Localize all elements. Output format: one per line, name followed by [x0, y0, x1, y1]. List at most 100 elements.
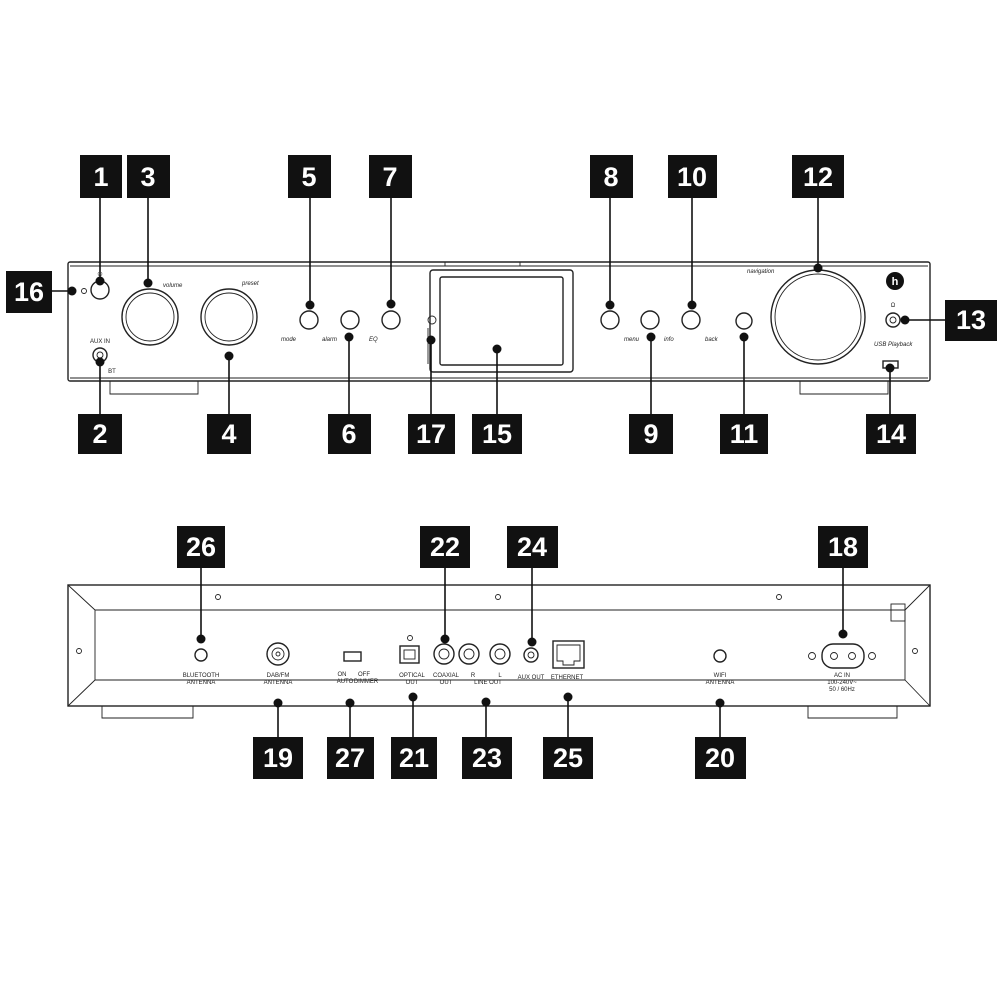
coaxial-label-2: OUT: [440, 680, 453, 686]
front-callouts: 1 2 3 4 5 6 7 8 9 10 11 12 13 14 15 16 1…: [6, 155, 997, 454]
svg-text:2: 2: [92, 419, 107, 449]
line-out-l-port-inner: [494, 648, 506, 660]
line-out-r-port-inner: [463, 648, 475, 660]
coaxial-out-port[interactable]: [433, 643, 455, 665]
svg-text:16: 16: [14, 277, 44, 307]
aux-out-label: AUX OUT: [518, 675, 545, 681]
line-out-label: LINE OUT: [474, 680, 502, 686]
bluetooth-antenna-port[interactable]: [194, 648, 208, 662]
svg-text:3: 3: [140, 162, 155, 192]
callout-24: 24: [507, 526, 558, 568]
navigation-knob[interactable]: [770, 269, 866, 365]
rear-panel: BLUETOOTH ANTENNA DAB/FM ANTENNA ON OFF …: [67, 584, 931, 719]
callout-5: 5: [288, 155, 331, 198]
line-r-label: R: [471, 673, 476, 679]
dab-fm-label-2: ANTENNA: [264, 680, 293, 686]
ethernet-port[interactable]: [552, 640, 585, 669]
callout-18: 18: [818, 526, 868, 568]
rear-foot-left: [101, 706, 194, 719]
callout-25: 25: [543, 737, 593, 779]
back-button[interactable]: [681, 310, 701, 330]
headphones-icon: Ω: [891, 303, 896, 309]
callout-10: 10: [668, 155, 717, 198]
svg-text:18: 18: [828, 532, 858, 562]
bluetooth-antenna-label-2: ANTENNA: [187, 680, 216, 686]
svg-text:9: 9: [643, 419, 658, 449]
volume-knob[interactable]: [121, 288, 179, 346]
optical-label-2: OUT: [406, 680, 419, 686]
ac-in-pin-right: [848, 652, 856, 660]
line-out-r-port[interactable]: [458, 643, 480, 665]
callout-21: 21: [391, 737, 437, 779]
line-out-l-port[interactable]: [489, 643, 511, 665]
ac-in-label-1: AC IN: [834, 673, 850, 679]
ac-in-label-2: 100-240V~: [827, 680, 857, 686]
optical-indicator: [407, 635, 413, 641]
dimmer-label: DIMMER: [354, 679, 379, 685]
callout-22: 22: [420, 526, 470, 568]
aux-out-port[interactable]: [523, 647, 539, 663]
rear-callouts: 18 19 20 21 22 23 24 25 26 27: [177, 526, 868, 779]
ethernet-label: ETHERNET: [551, 675, 584, 681]
bluetooth-antenna-label-1: BLUETOOTH: [183, 673, 220, 679]
svg-text:13: 13: [956, 305, 986, 335]
svg-text:15: 15: [482, 419, 512, 449]
wifi-antenna-label-1: WIFI: [714, 673, 727, 679]
callout-19: 19: [253, 737, 303, 779]
coaxial-out-port-inner: [438, 648, 450, 660]
eq-label: EQ: [369, 337, 378, 343]
brand-logo: [886, 272, 904, 290]
navigation-knob-inner: [774, 273, 862, 361]
dab-fm-antenna-pin: [275, 651, 281, 657]
callout-2: 2: [78, 414, 122, 454]
standby-led: [81, 288, 87, 294]
front-panel-body: [67, 261, 931, 382]
rear-screw-4: [76, 648, 82, 654]
preset-knob[interactable]: [200, 288, 258, 346]
menu-label: menu: [624, 337, 640, 343]
optical-out-port[interactable]: [399, 645, 420, 664]
front-callout-leaders: [50, 198, 945, 414]
volume-knob-inner: [125, 292, 175, 342]
front-foot-left: [109, 381, 199, 395]
menu-button[interactable]: [600, 310, 620, 330]
mode-label: mode: [281, 337, 297, 343]
mode-button[interactable]: [299, 310, 319, 330]
preset-knob-inner: [204, 292, 254, 342]
coaxial-label-1: COAXIAL: [433, 673, 460, 679]
callout-15: 15: [472, 414, 522, 454]
callout-11: 11: [720, 414, 768, 454]
svg-text:14: 14: [876, 419, 906, 449]
wifi-antenna-port[interactable]: [713, 649, 727, 663]
optical-label-1: OPTICAL: [399, 673, 425, 679]
callout-8: 8: [590, 155, 633, 198]
headphones-jack[interactable]: [885, 312, 901, 328]
brand-logo-text: h: [892, 276, 899, 288]
svg-text:27: 27: [335, 743, 365, 773]
rear-screw-5: [912, 648, 918, 654]
svg-text:11: 11: [730, 419, 759, 449]
aux-in-label: AUX IN: [90, 339, 110, 345]
callout-9: 9: [629, 414, 673, 454]
rear-panel-body: [67, 584, 931, 707]
ac-screw-right: [868, 652, 876, 660]
display-screen-frame: [429, 269, 574, 373]
info-button[interactable]: [640, 310, 660, 330]
headphones-jack-inner: [889, 316, 897, 324]
callout-23: 23: [462, 737, 512, 779]
callout-6: 6: [328, 414, 371, 454]
callout-20: 20: [695, 737, 746, 779]
eq-button[interactable]: [381, 310, 401, 330]
callout-27: 27: [327, 737, 374, 779]
navigation-label: navigation: [747, 269, 775, 275]
info-label: info: [664, 337, 674, 343]
dimmer-switch[interactable]: [343, 651, 362, 662]
svg-text:22: 22: [430, 532, 460, 562]
dab-fm-antenna-port[interactable]: [266, 642, 290, 666]
ac-in-label-3: 50 / 60Hz: [829, 687, 855, 693]
ac-in-socket[interactable]: [821, 643, 865, 669]
light-sensor: [427, 315, 437, 325]
aux-out-port-inner: [527, 651, 535, 659]
alarm-button[interactable]: [340, 310, 360, 330]
